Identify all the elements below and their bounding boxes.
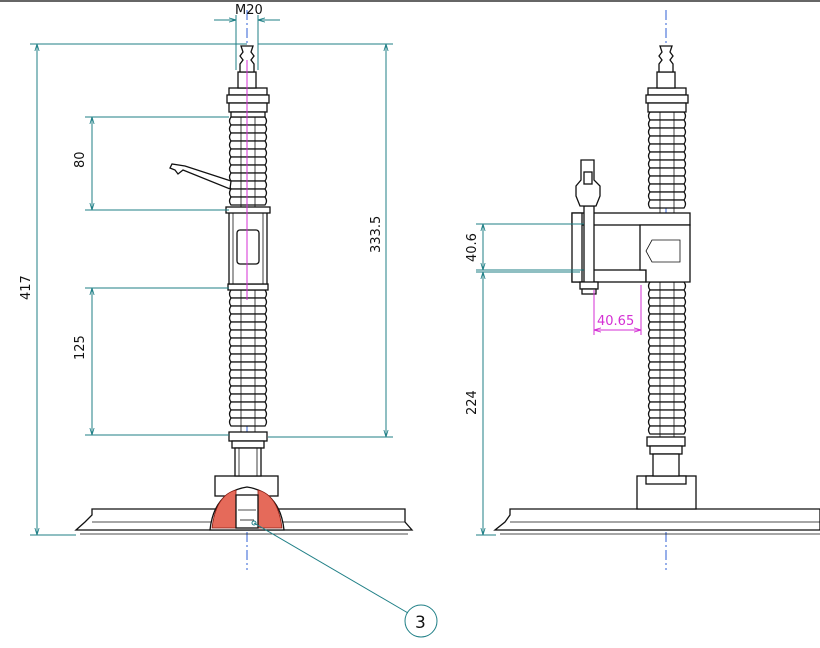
spring-coil bbox=[647, 183, 687, 193]
spring-coil bbox=[228, 393, 268, 403]
spring-coil bbox=[228, 140, 268, 150]
spring-coil bbox=[228, 305, 268, 315]
spring-coil bbox=[228, 329, 268, 339]
front-view bbox=[74, 10, 414, 570]
side-hose-barb bbox=[656, 45, 676, 89]
spring-coil bbox=[647, 151, 687, 161]
balloon-number: 3 bbox=[415, 613, 426, 633]
front-top-nut bbox=[226, 87, 270, 118]
dim-base-to-bracket: 224 bbox=[465, 390, 480, 415]
spring-coil bbox=[647, 361, 687, 371]
front-upper-spring bbox=[228, 116, 268, 207]
front-lower-spring bbox=[228, 289, 268, 432]
spring-coil bbox=[647, 417, 687, 427]
spring-coil bbox=[647, 401, 687, 411]
front-dimensions: M20 417 80 125 333.5 bbox=[19, 3, 393, 536]
spring-coil bbox=[647, 305, 687, 315]
spring-coil bbox=[647, 199, 687, 209]
front-lower-nut bbox=[228, 431, 268, 477]
item-balloon: 3 bbox=[251, 520, 438, 638]
spring-coil bbox=[228, 345, 268, 355]
spring-coil bbox=[228, 377, 268, 387]
side-lower-nut bbox=[646, 436, 686, 477]
side-dimensions: 40.6 224 40.65 bbox=[465, 223, 642, 536]
spring-coil bbox=[647, 321, 687, 331]
front-middle-tube bbox=[225, 206, 271, 285]
spring-coil bbox=[228, 321, 268, 331]
spring-coil bbox=[647, 377, 687, 387]
spring-coil bbox=[647, 369, 687, 379]
spring-coil bbox=[647, 297, 687, 307]
spring-coil bbox=[228, 313, 268, 323]
spring-coil bbox=[647, 143, 687, 153]
spring-coil bbox=[647, 329, 687, 339]
spring-coil bbox=[647, 119, 687, 129]
spring-coil bbox=[647, 345, 687, 355]
spring-coil bbox=[647, 425, 687, 435]
spring-coil bbox=[228, 409, 268, 419]
spring-coil bbox=[647, 167, 687, 177]
spring-coil bbox=[228, 401, 268, 411]
spring-coil bbox=[228, 188, 268, 198]
spring-coil bbox=[647, 353, 687, 363]
side-upper-spring bbox=[647, 111, 687, 213]
front-swivel-body bbox=[209, 475, 285, 531]
spring-coil bbox=[228, 116, 268, 126]
spring-coil bbox=[228, 156, 268, 166]
spring-coil bbox=[228, 172, 268, 182]
dim-thread: M20 bbox=[235, 3, 263, 18]
spring-coil bbox=[647, 313, 687, 323]
dim-spring-lower: 125 bbox=[73, 335, 88, 360]
spring-coil bbox=[647, 127, 687, 137]
side-pin bbox=[575, 159, 601, 295]
spring-coil bbox=[228, 369, 268, 379]
spring-coil bbox=[647, 159, 687, 169]
spring-coil bbox=[647, 191, 687, 201]
spring-coil bbox=[228, 132, 268, 142]
side-top-nut bbox=[645, 87, 689, 113]
spring-coil bbox=[228, 353, 268, 363]
side-base-plate bbox=[493, 508, 820, 535]
spring-coil bbox=[647, 281, 687, 291]
side-lower-spring bbox=[647, 281, 687, 437]
dim-bracket-height: 40.6 bbox=[465, 233, 480, 262]
dim-bracket-offset: 40.65 bbox=[597, 314, 634, 329]
spring-coil bbox=[228, 124, 268, 134]
spring-coil bbox=[228, 337, 268, 347]
spring-coil bbox=[647, 393, 687, 403]
spring-coil bbox=[228, 361, 268, 371]
side-bracket bbox=[571, 212, 691, 283]
dim-spring-upper: 80 bbox=[73, 151, 88, 168]
dim-overall-height: 417 bbox=[19, 275, 34, 300]
spring-coil bbox=[228, 180, 268, 190]
spring-coil bbox=[647, 289, 687, 299]
spring-coil bbox=[647, 409, 687, 419]
spring-coil bbox=[228, 148, 268, 158]
spring-coil bbox=[647, 111, 687, 121]
spring-coil bbox=[228, 385, 268, 395]
spring-coil bbox=[647, 175, 687, 185]
spring-coil bbox=[228, 196, 268, 206]
spring-coil bbox=[228, 289, 268, 299]
spring-coil bbox=[647, 135, 687, 145]
dim-rod-length: 333.5 bbox=[369, 216, 384, 253]
spring-coil bbox=[647, 337, 687, 347]
spring-coil bbox=[228, 417, 268, 427]
spring-coil bbox=[228, 164, 268, 174]
front-lever bbox=[169, 163, 232, 190]
side-view bbox=[493, 10, 820, 570]
spring-coil bbox=[228, 297, 268, 307]
spring-coil bbox=[647, 385, 687, 395]
